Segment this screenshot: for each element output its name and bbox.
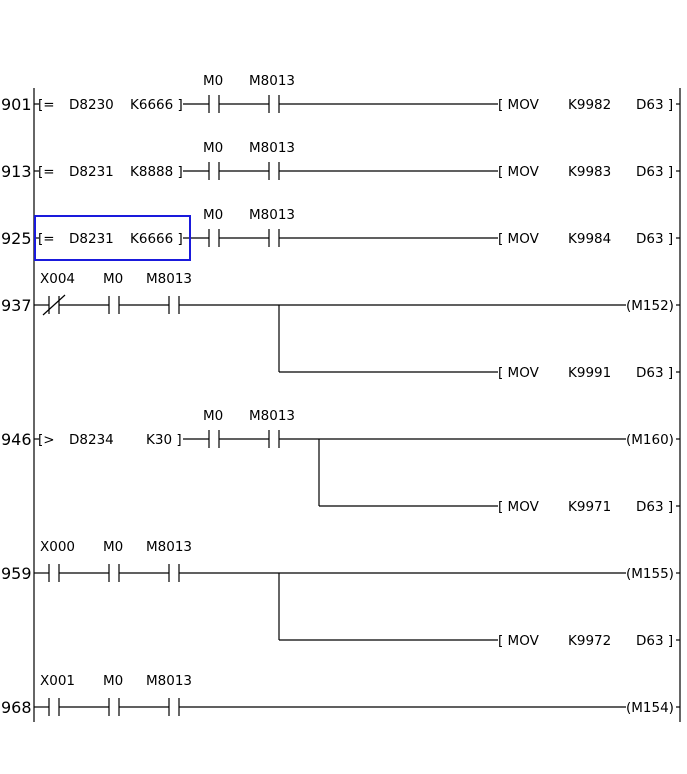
step-number: 946 [1,430,32,449]
contact-label: M0 [103,271,123,287]
output-coil: (M152) [626,298,674,314]
contact-label: M8013 [146,271,192,287]
contact-label: M0 [203,140,223,156]
nc-slash [42,294,66,316]
selection-cursor [34,215,191,261]
contact-label: M8013 [249,207,295,223]
compare-operator: [> [38,432,55,448]
instruction-source: K9991 [568,365,611,381]
step-number: 959 [1,564,32,583]
instruction-mnemonic: [ MOV [498,499,540,515]
instruction-destination: D63 ] [636,499,673,515]
instruction-destination: D63 ] [636,231,673,247]
instruction-mnemonic: [ MOV [498,97,540,113]
instruction-destination: D63 ] [636,97,673,113]
contact-label: M0 [203,73,223,89]
output-coil: (M160) [626,432,674,448]
instruction-destination: D63 ] [636,365,673,381]
instruction-source: K9972 [568,633,611,649]
step-number: 913 [1,162,32,181]
compare-operand-b: K30 ] [146,432,182,448]
rung-937[interactable]: 937 X004 M0 M8013 (M152) [ MOV K9991 D63 ] [1,271,680,381]
compare-operand-b: K6666 ] [130,231,183,247]
contact-label: M0 [103,673,123,689]
output-coil: (M155) [626,566,674,582]
compare-operand-a: D8234 [69,432,114,448]
instruction-source: K9982 [568,97,611,113]
compare-operand-a: D8231 [69,164,114,180]
contact-label: M8013 [146,673,192,689]
rung-913[interactable]: 913 [= D8231 K8888 ] M0 M8013 [ MOV K9983 D63 ] [1,140,680,181]
contact-label: M8013 [146,539,192,555]
compare-operator: [= [38,164,55,180]
instruction-source: K9984 [568,231,611,247]
step-number: 968 [1,698,32,717]
nc-contact-label: X004 [40,271,75,287]
compare-operand-b: K6666 ] [130,97,183,113]
compare-operand-b: K8888 ] [130,164,183,180]
contact-label: M0 [203,408,223,424]
compare-operand-a: D8231 [69,231,114,247]
rung-946[interactable]: 946 [> D8234 K30 ] M0 M8013 (M160) [ MOV K9971 D6… [1,408,680,515]
rung-925[interactable]: 925 [= D8231 K6666 ] M0 M8013 [ MOV K9984 D63 ] [1,207,680,261]
contact-label: M8013 [249,140,295,156]
instruction-mnemonic: [ MOV [498,231,540,247]
step-number: 901 [1,95,32,114]
contact-label: X001 [40,673,75,689]
output-coil: (M154) [626,700,674,716]
rung-959[interactable]: 959 X000 M0 M8013 (M155) [ MOV K9972 D63 ] [1,539,680,649]
step-number: 937 [1,296,32,315]
instruction-mnemonic: [ MOV [498,365,540,381]
contact-label: M0 [203,207,223,223]
compare-operator: [= [38,231,55,247]
instruction-mnemonic: [ MOV [498,164,540,180]
instruction-destination: D63 ] [636,164,673,180]
rung-901[interactable]: 901 [= D8230 K6666 ] M0 M8013 [ MOV K9982 D63 ] [1,73,680,114]
compare-operator: [= [38,97,55,113]
instruction-destination: D63 ] [636,633,673,649]
instruction-mnemonic: [ MOV [498,633,540,649]
contact-label: M8013 [249,408,295,424]
contact-label: M8013 [249,73,295,89]
step-number: 925 [1,229,32,248]
contact-label: M0 [103,539,123,555]
instruction-source: K9983 [568,164,611,180]
contact-label: X000 [40,539,75,555]
rung-968[interactable]: 968 X001 M0 M8013 (M154) [1,673,680,717]
instruction-source: K9971 [568,499,611,515]
compare-operand-a: D8230 [69,97,114,113]
